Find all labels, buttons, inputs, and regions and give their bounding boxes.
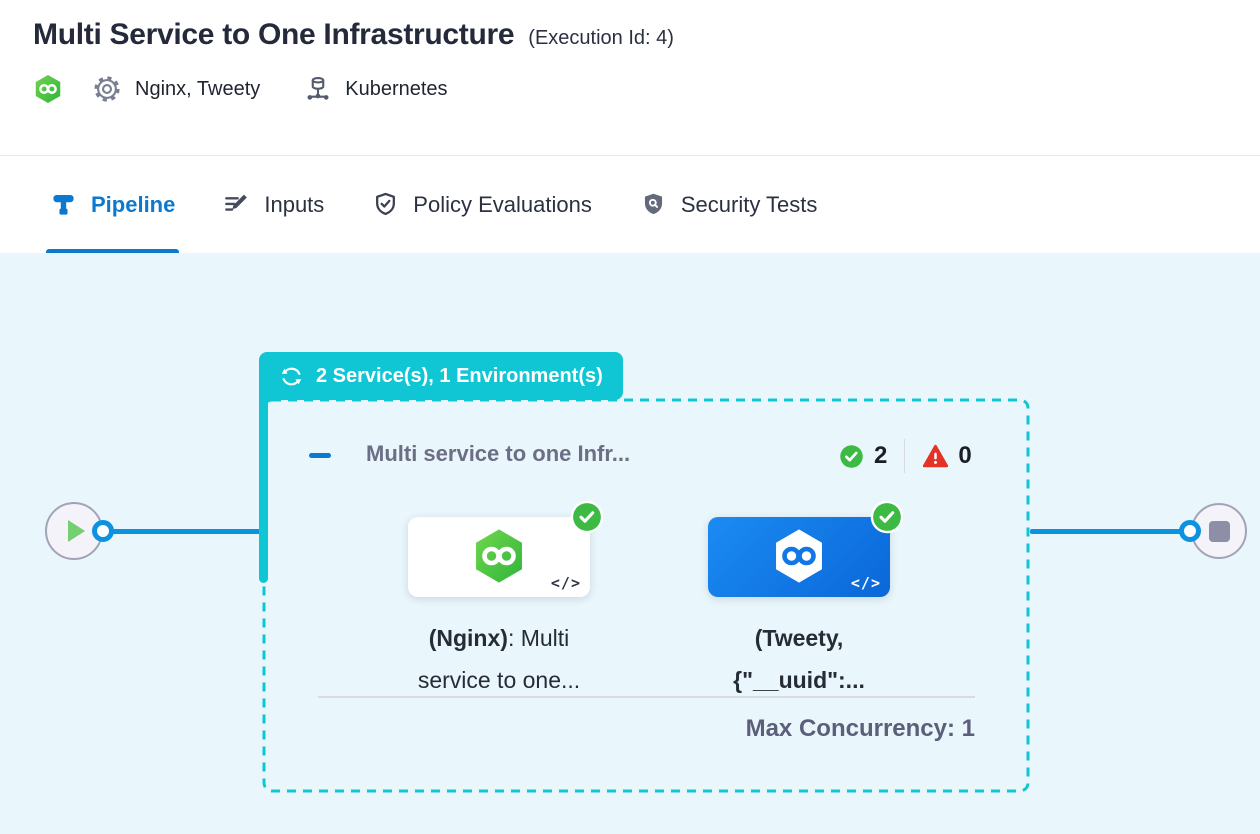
label-line-1: (Nginx): Multi [428, 625, 570, 651]
error-warning-icon [923, 444, 949, 467]
service-node-label-nginx: (Nginx): Multi service to one... [344, 617, 654, 701]
stage-name[interactable]: Multi service to one Infr... [366, 441, 631, 466]
inputs-icon [225, 194, 248, 211]
tab-pipeline[interactable]: Pipeline [45, 156, 180, 253]
node-success-badge [870, 500, 904, 534]
failed-count: 0 [958, 442, 972, 469]
tab-policy-evaluations-label: Policy Evaluations [413, 191, 592, 217]
code-template-icon: </> [850, 574, 881, 592]
execution-meta-row: Nginx, Tweety Kubernetes [33, 74, 1260, 104]
gear-icon[interactable] [93, 75, 121, 103]
service-node-label-tweety: (Tweety, {"__uuid":... [644, 617, 954, 701]
success-check-icon [840, 444, 863, 468]
harness-service-icon-green [476, 529, 522, 583]
stage-status-cluster: 2 0 [838, 439, 972, 473]
execution-header: Multi Service to One Infrastructure (Exe… [0, 0, 1260, 155]
stage-group-badge[interactable]: 2 Service(s), 1 Environment(s) [259, 352, 623, 400]
stage-group-badge-label: 2 Service(s), 1 Environment(s) [316, 364, 603, 387]
label-line-2: {"__uuid":... [733, 667, 865, 693]
label-line-2: service to one... [417, 667, 581, 693]
node-success-badge [570, 500, 604, 534]
harness-service-icon-white [776, 529, 822, 583]
tab-inputs[interactable]: Inputs [223, 156, 324, 253]
stage-footer-divider [318, 696, 975, 698]
status-divider [904, 439, 906, 473]
loop-icon [281, 367, 302, 385]
flow-line-right [1030, 529, 1182, 534]
start-connector-port[interactable] [92, 520, 114, 542]
security-shield-icon [644, 193, 662, 215]
success-count: 2 [874, 442, 888, 469]
play-icon [68, 520, 85, 542]
pipeline-canvas: 2 Service(s), 1 Environment(s) Multi ser… [0, 253, 1260, 834]
stop-icon [1208, 520, 1230, 542]
tab-pipeline-label: Pipeline [91, 191, 176, 217]
stage-group-dashed-border[interactable] [262, 398, 1030, 793]
tab-inputs-label: Inputs [264, 191, 325, 217]
service-node-nginx[interactable]: </> [408, 517, 590, 597]
pipeline-icon [53, 194, 74, 215]
pipeline-end-node[interactable] [1191, 503, 1247, 559]
policy-shield-check-icon [376, 192, 396, 216]
max-concurrency-label: Max Concurrency: 1 [745, 715, 975, 742]
end-connector-port[interactable] [1179, 520, 1201, 542]
tab-security-tests[interactable]: Security Tests [640, 156, 818, 253]
services-label: Nginx, Tweety [135, 77, 261, 100]
collapse-stage-button[interactable] [309, 453, 331, 458]
harness-cd-module-icon [35, 75, 61, 103]
service-node-tweety[interactable]: </> [708, 517, 890, 597]
tab-security-tests-label: Security Tests [680, 191, 818, 217]
page-title: Multi Service to One Infrastructure [33, 18, 515, 51]
label-line-1: (Tweety, [754, 625, 844, 651]
flow-line-left [104, 529, 262, 534]
execution-tabbar: Pipeline Inputs Policy Evaluations Secur… [0, 155, 1260, 253]
code-template-icon: </> [550, 574, 581, 592]
infrastructure-label: Kubernetes [345, 77, 448, 100]
infrastructure-icon [307, 76, 329, 100]
execution-id-label: (Execution Id: 4) [528, 27, 674, 49]
title-row: Multi Service to One Infrastructure (Exe… [33, 18, 1260, 52]
tab-policy-evaluations[interactable]: Policy Evaluations [372, 156, 592, 253]
